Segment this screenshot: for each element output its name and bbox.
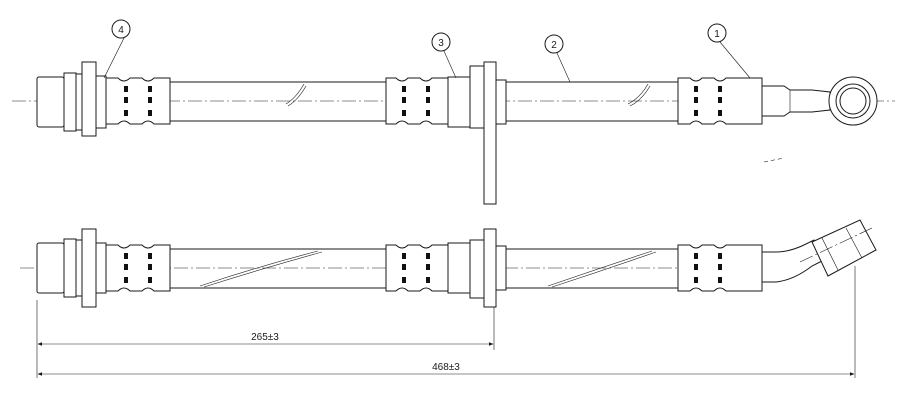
callout-3-label: 3 <box>438 38 444 49</box>
top-section-mark <box>763 157 785 163</box>
bottom-left-crimp <box>105 244 171 292</box>
bottom-hose-segment-left <box>170 248 386 289</box>
top-left-crimp <box>105 77 171 125</box>
top-right-crimp <box>677 77 763 125</box>
callout-2: 2 <box>544 34 571 83</box>
top-hose-segment-right <box>506 81 678 122</box>
callout-1: 1 <box>707 23 751 79</box>
bottom-mounting-bracket <box>469 228 507 308</box>
dimension-partial: 265±3 <box>37 332 494 346</box>
top-middle-crimp <box>385 76 471 128</box>
dimension-total: 468±3 <box>37 362 855 376</box>
bottom-angled-tube-fitting <box>761 219 877 283</box>
dimension-lines: 265±3 468±3 <box>36 266 856 378</box>
top-mounting-bracket <box>469 61 507 205</box>
dimension-partial-label: 265±3 <box>251 332 279 343</box>
callout-group: 4 3 2 1 <box>103 19 751 83</box>
callout-1-label: 1 <box>714 29 720 40</box>
top-banjo-eye-fitting <box>761 76 878 126</box>
callout-4: 4 <box>103 19 131 79</box>
bottom-left-end-fitting <box>36 228 107 308</box>
top-hose-segment-left <box>170 81 386 122</box>
callout-3: 3 <box>431 32 457 79</box>
callout-2-label: 2 <box>551 40 557 51</box>
top-view <box>12 61 895 205</box>
dimension-total-label: 468±3 <box>432 362 460 373</box>
bottom-view <box>20 219 877 308</box>
bottom-middle-crimp <box>385 242 471 294</box>
bottom-right-crimp <box>677 244 763 292</box>
callout-4-label: 4 <box>118 25 124 36</box>
bottom-hose-segment-right <box>506 248 678 289</box>
top-left-end-fitting <box>36 61 107 137</box>
